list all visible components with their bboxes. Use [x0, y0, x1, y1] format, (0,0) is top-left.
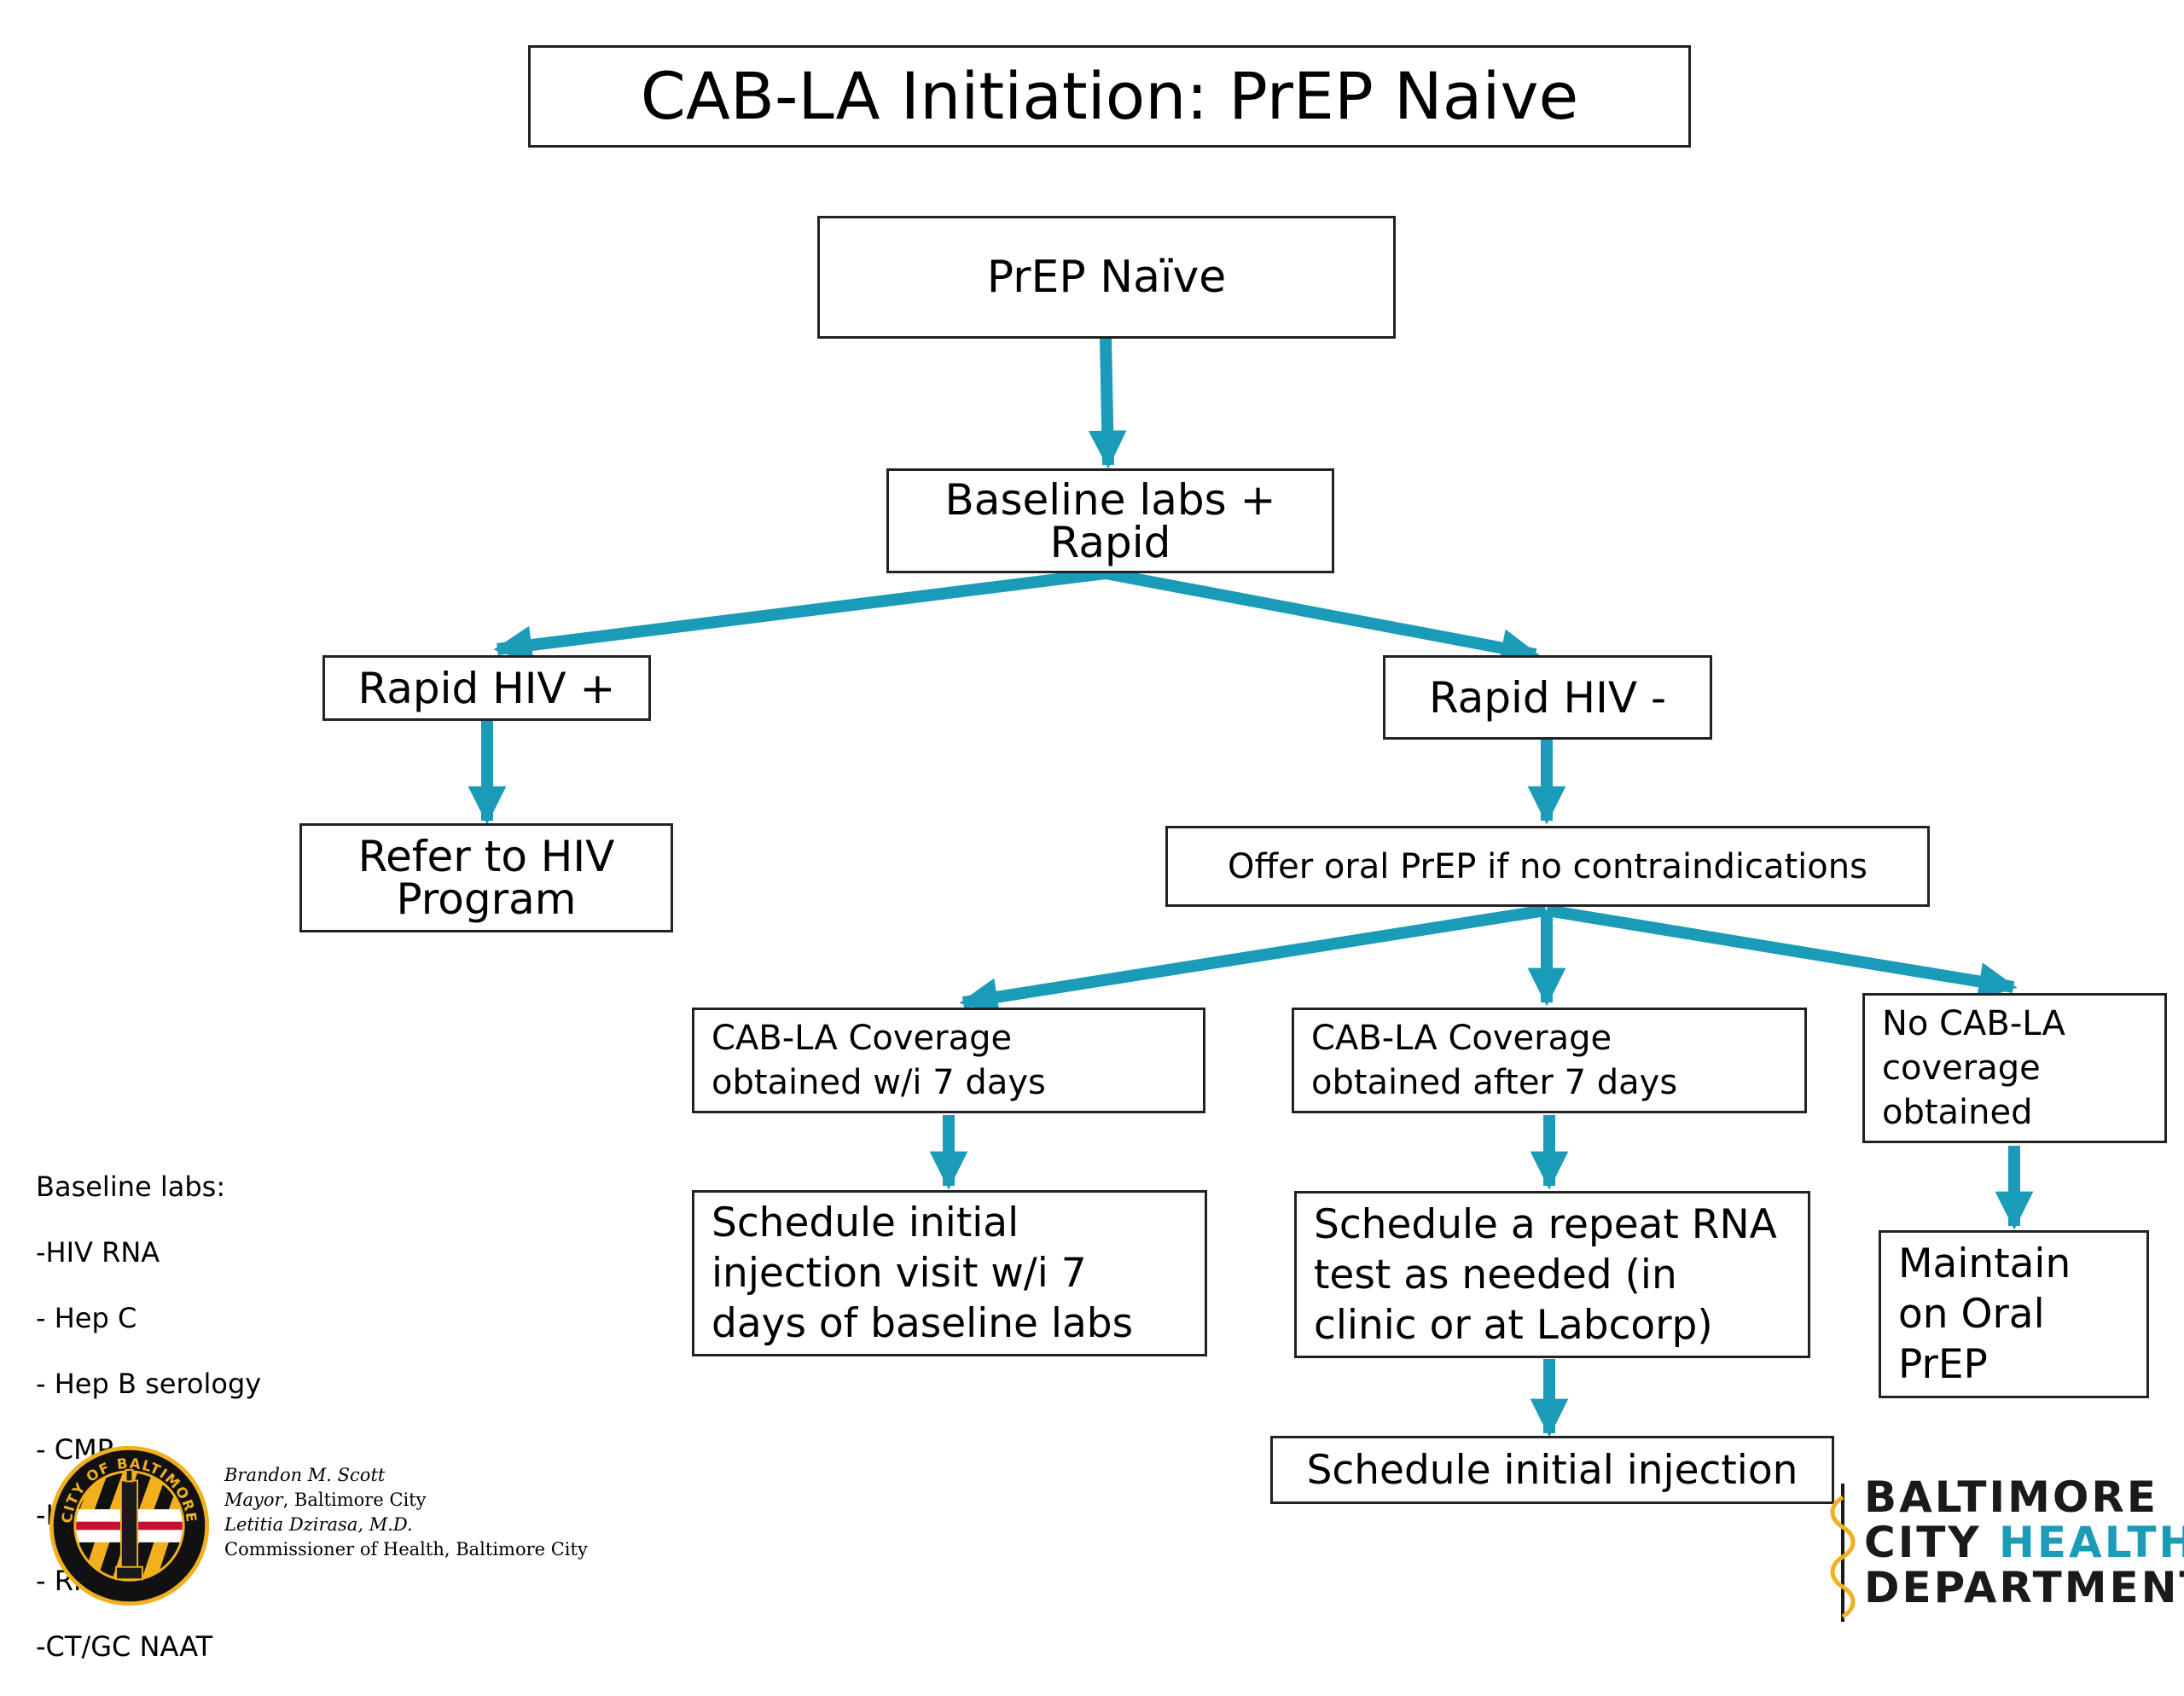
node-no-coverage: No CAB-LA coverage obtained: [1862, 993, 2167, 1143]
mayor-title: Mayor, Baltimore City: [224, 1490, 427, 1510]
node-prep-naive: PrEP Naïve: [817, 216, 1396, 339]
commissioner-title: Commissioner of Health, Baltimore City: [224, 1539, 588, 1560]
baseline-labs-item: - Hep C: [36, 1301, 137, 1334]
node-rapid-hiv-negative: Rapid HIV -: [1383, 655, 1712, 740]
arrow-baseline-to-rapid-neg: [1104, 567, 1540, 667]
baseline-labs-list: Baseline labs: -HIV RNA - Hep C - Hep B …: [36, 1137, 261, 1696]
arrow-offer-to-coverage-within: [959, 904, 1548, 1016]
node-coverage-after-7-days: CAB-LA Coverage obtained after 7 days: [1292, 1008, 1807, 1113]
node-rapid-hiv-positive: Rapid HIV +: [322, 655, 651, 721]
diagram-title: CAB-LA Initiation: PrEP Naive: [528, 45, 1691, 148]
node-offer-oral-prep: Offer oral PrEP if no contraindications: [1165, 826, 1930, 907]
signature-block: Brandon M. Scott Mayor, Baltimore City L…: [224, 1463, 588, 1562]
node-refer-hiv-program: Refer to HIV Program: [299, 823, 673, 932]
arrow-baseline-to-rapid-pos: [493, 567, 1107, 665]
node-schedule-repeat-rna: Schedule a repeat RNA test as needed (in…: [1294, 1191, 1810, 1358]
node-maintain-oral-prep: Maintain on Oral PrEP: [1879, 1230, 2149, 1398]
node-schedule-initial-injection: Schedule initial injection: [1270, 1436, 1834, 1504]
logo-line-city-health: CITY HEALTH: [1864, 1518, 2184, 1567]
arrow-prep-to-baseline: [1088, 338, 1127, 469]
baseline-labs-item: -HIV RNA: [36, 1235, 160, 1269]
node-coverage-within-7-days: CAB-LA Coverage obtained w/i 7 days: [692, 1008, 1205, 1113]
logo-line-department: DEPARTMENT: [1864, 1563, 2184, 1612]
node-baseline-labs: Baseline labs + Rapid: [886, 468, 1334, 573]
logo-line-baltimore: BALTIMORE: [1864, 1472, 2159, 1522]
arrow-offer-to-no-coverage: [1545, 904, 2018, 1001]
commissioner-name: Letitia Dzirasa, M.D.: [224, 1514, 413, 1535]
baltimore-city-seal: CITY OF BALTIMORE: [49, 1445, 210, 1606]
caduceus-icon: [1830, 1484, 1856, 1622]
node-schedule-initial-visit: Schedule initial injection visit w/i 7 d…: [692, 1190, 1207, 1356]
baseline-labs-item: - Hep B serology: [36, 1367, 262, 1400]
baseline-labs-item: -CT/GC NAAT: [36, 1629, 213, 1663]
mayor-name: Brandon M. Scott: [224, 1465, 386, 1485]
baseline-labs-heading: Baseline labs:: [36, 1170, 226, 1203]
